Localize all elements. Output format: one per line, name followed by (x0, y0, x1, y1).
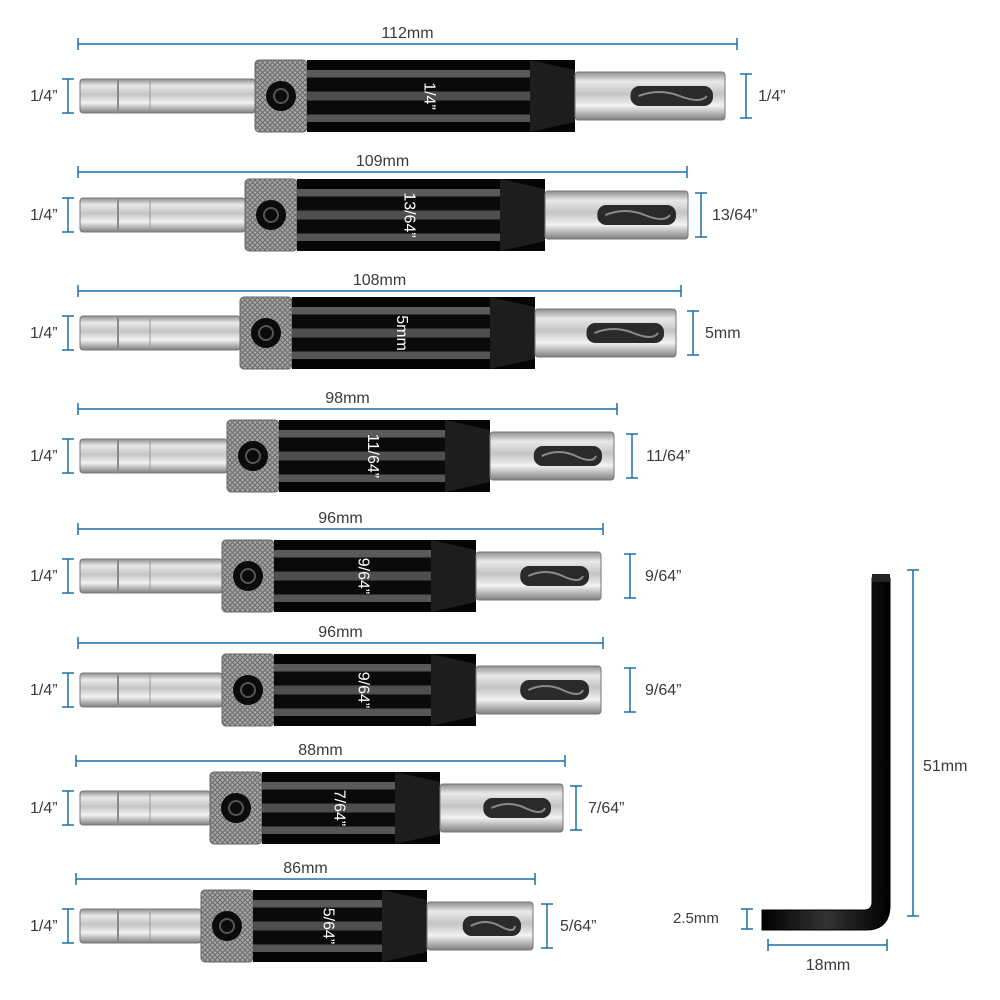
length-label: 112mm (381, 25, 433, 42)
length-label: 96mm (318, 624, 362, 641)
hex-shank (79, 78, 256, 114)
body-size-label: 9/64” (354, 672, 371, 708)
body-taper (382, 890, 427, 962)
hex-key: 51mm 18mm 2.5mm (673, 569, 967, 974)
set-screw-icon (221, 793, 251, 823)
set-screw-socket (240, 682, 256, 698)
hex-shank (79, 558, 223, 594)
tip-size-label: 9/64” (645, 682, 681, 699)
drill-slot (533, 446, 602, 466)
length-label: 88mm (298, 742, 342, 759)
set-screw-icon (233, 561, 263, 591)
shank-label: 1/4” (30, 918, 58, 935)
set-screw-icon (233, 675, 263, 705)
drill-flute (594, 328, 659, 338)
hex-shank (79, 672, 223, 708)
set-screw-socket (258, 325, 274, 341)
length-label: 109mm (356, 153, 409, 170)
set-screw-icon (256, 200, 286, 230)
tip-size-label: 11/64” (646, 448, 690, 465)
hex-key-thickness-label: 2.5mm (673, 910, 719, 927)
set-screw-socket (245, 448, 261, 464)
drill-bit-2: 109mm 1/4” 13/64” 13/64” (30, 153, 757, 252)
shank-label: 1/4” (30, 682, 58, 699)
hex-key-height-label: 51mm (923, 758, 967, 775)
drill-bit-3: 108mm 1/4” 5mm 5mm (30, 272, 741, 370)
set-screw-socket (228, 800, 244, 816)
set-screw-icon (251, 318, 281, 348)
shank-label: 1/4” (30, 568, 58, 585)
body-size-label: 9/64” (354, 558, 371, 594)
set-screw-socket (273, 88, 289, 104)
hex-key-end (872, 574, 890, 582)
hex-shank (79, 438, 228, 474)
shank-label: 1/4” (30, 800, 58, 817)
drill-slot (520, 566, 589, 586)
drill-slot (462, 916, 521, 936)
body-size-label: 7/64” (330, 790, 347, 826)
drill-bit-8: 86mm 1/4” 5/64” 5/64” (30, 860, 596, 963)
hex-shank (79, 197, 246, 233)
drill-slot (597, 205, 676, 225)
body-taper (490, 297, 535, 369)
drill-slot (586, 323, 664, 343)
shank-label: 1/4” (30, 88, 58, 105)
hex-shank (79, 908, 202, 944)
body-size-label: 5/64” (319, 908, 336, 944)
hex-shank (79, 315, 241, 351)
drill-bit-4: 98mm 1/4” 11/64” 11/64” (30, 390, 690, 493)
set-screw-icon (266, 81, 296, 111)
length-label: 98mm (325, 390, 369, 407)
body-size-label: 13/64” (400, 192, 417, 237)
length-label: 86mm (283, 860, 327, 877)
drill-bit-6: 96mm 1/4” 9/64” 9/64” (30, 624, 681, 727)
drill-flute (527, 685, 584, 695)
drill-slot (483, 798, 551, 818)
tip-size-label: 5mm (705, 325, 741, 342)
tip-size-label: 1/4” (758, 88, 786, 105)
length-label: 108mm (353, 272, 406, 289)
body-size-label: 11/64” (364, 434, 381, 478)
shank-label: 1/4” (30, 448, 58, 465)
drill-bit-5: 96mm 1/4” 9/64” 9/64” (30, 510, 681, 613)
drill-flute (638, 91, 708, 101)
body-size-label: 5mm (393, 315, 410, 351)
tip-size-label: 13/64” (712, 207, 757, 224)
body-taper (431, 540, 476, 612)
set-screw-socket (219, 918, 235, 934)
body-taper (500, 179, 545, 251)
shank-label: 1/4” (30, 207, 58, 224)
length-label: 96mm (318, 510, 362, 527)
drill-flute (527, 571, 584, 581)
drill-bit-7: 88mm 1/4” 7/64” 7/64” (30, 742, 624, 845)
tip-size-label: 7/64” (588, 800, 624, 817)
body-taper (431, 654, 476, 726)
drill-bit-1: 112mm 1/4” 1/4” 1/4” (30, 25, 786, 133)
hex-key-width-label: 18mm (806, 957, 850, 974)
set-screw-icon (238, 441, 268, 471)
set-screw-socket (240, 568, 256, 584)
drill-flute (604, 210, 671, 220)
set-screw-icon (212, 911, 242, 941)
set-screw-socket (263, 207, 279, 223)
drill-slot (520, 680, 589, 700)
drill-flute (490, 803, 546, 813)
shank-label: 1/4” (30, 325, 58, 342)
drill-slot (630, 86, 713, 106)
tip-size-label: 9/64” (645, 568, 681, 585)
body-taper (395, 772, 440, 844)
tip-size-label: 5/64” (560, 918, 596, 935)
body-size-label: 1/4” (420, 82, 437, 110)
body-taper (445, 420, 490, 492)
hex-shank (79, 790, 211, 826)
hex-key-icon (761, 577, 891, 931)
drill-flute (470, 921, 516, 931)
drill-flute (541, 451, 597, 461)
body-taper (530, 60, 575, 132)
